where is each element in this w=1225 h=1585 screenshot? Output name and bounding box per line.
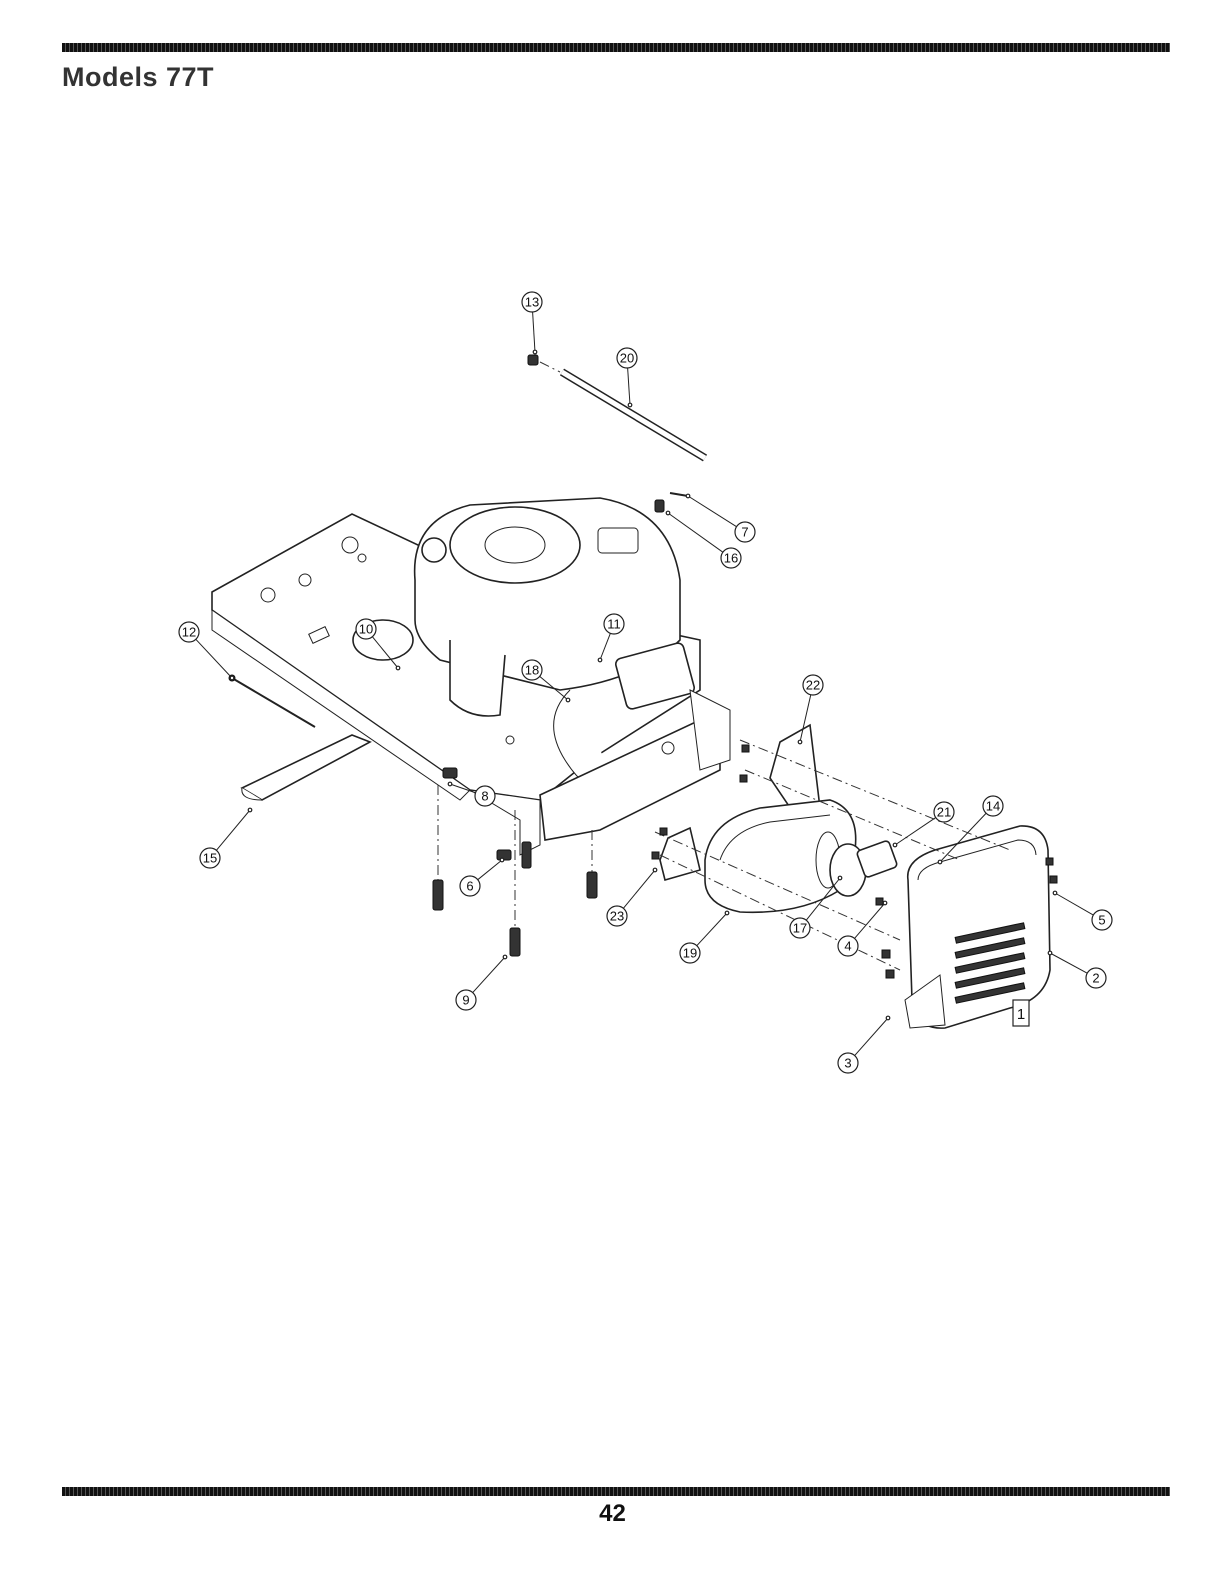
callout-number: 22 xyxy=(806,678,820,693)
callout-2: 2 xyxy=(1048,951,1106,988)
callout-pointer xyxy=(628,403,632,407)
callout-pointer xyxy=(533,350,537,354)
callout-5: 5 xyxy=(1053,891,1112,930)
callout-pointer xyxy=(598,658,602,662)
callout-leader xyxy=(628,368,630,405)
callout-leader xyxy=(688,496,737,527)
callout-number: 23 xyxy=(610,909,624,924)
callout-pointer xyxy=(653,868,657,872)
callout-pointer xyxy=(893,843,897,847)
callout-13: 13 xyxy=(522,292,542,354)
callout-6: 6 xyxy=(460,858,504,896)
callout-number: 13 xyxy=(525,295,539,310)
callout-number: 5 xyxy=(1098,913,1105,928)
callout-pointer xyxy=(396,666,400,670)
callout-leader xyxy=(855,903,885,938)
callout-pointer xyxy=(798,740,802,744)
callout-leader xyxy=(697,913,727,946)
callout-leader xyxy=(473,957,505,993)
callout-number: 6 xyxy=(466,879,473,894)
callout-leader xyxy=(196,639,232,678)
channel-shield xyxy=(242,735,370,800)
small-screw-and-clip xyxy=(655,493,688,512)
callout-4: 4 xyxy=(838,901,887,956)
callout-number: 20 xyxy=(620,351,634,366)
callout-pointer xyxy=(838,876,842,880)
callout-leader xyxy=(668,513,723,552)
callout-pointer xyxy=(886,1016,890,1020)
callout-15: 15 xyxy=(200,808,252,868)
callout-20: 20 xyxy=(617,348,637,407)
callout-23: 23 xyxy=(607,868,657,926)
callout-number: 11 xyxy=(607,617,621,632)
callout-number: 8 xyxy=(481,789,488,804)
callout-16: 16 xyxy=(666,511,741,568)
callout-pointer xyxy=(686,494,690,498)
callout-number: 10 xyxy=(359,622,373,637)
callout-number: 12 xyxy=(182,625,196,640)
callout-pointer xyxy=(230,676,234,680)
callout-number: 21 xyxy=(937,805,951,820)
callout-number: 2 xyxy=(1092,971,1099,986)
callout-leader xyxy=(216,810,250,850)
callout-pointer xyxy=(883,901,887,905)
callout-number: 17 xyxy=(793,921,807,936)
callout-pointer xyxy=(725,911,729,915)
callout-leader xyxy=(533,312,535,352)
callout-leader xyxy=(478,860,502,880)
callout-number: 4 xyxy=(844,939,851,954)
callout-leader xyxy=(1055,893,1093,915)
callout-number: 18 xyxy=(525,663,539,678)
callout-3: 3 xyxy=(838,1016,890,1073)
callout-number: 7 xyxy=(741,525,748,540)
callout-pointer xyxy=(566,698,570,702)
callout-7: 7 xyxy=(686,494,755,542)
callout-pointer xyxy=(448,782,452,786)
callout-pointer xyxy=(1048,951,1052,955)
front-grille xyxy=(905,826,1057,1028)
callout-21: 21 xyxy=(893,802,954,847)
callout-pointer xyxy=(248,808,252,812)
callout-pointer xyxy=(1053,891,1057,895)
callout-leader xyxy=(855,1018,888,1056)
callout-leader xyxy=(1050,953,1087,973)
callout-number: 14 xyxy=(986,799,1000,814)
callout-leader xyxy=(623,870,655,908)
footer-rule xyxy=(62,1487,1170,1496)
muffler-guard xyxy=(830,840,898,896)
callout-number: 3 xyxy=(844,1056,851,1071)
callout-pointer xyxy=(500,858,504,862)
callout-number: 15 xyxy=(203,851,217,866)
callout-pointer xyxy=(503,955,507,959)
callout-pointer xyxy=(666,511,670,515)
callout-pointer xyxy=(938,860,942,864)
page-number: 42 xyxy=(0,1500,1225,1528)
reference-box-label: 1 xyxy=(1017,1006,1025,1023)
steering-shaft xyxy=(528,355,705,458)
callout-19: 19 xyxy=(680,911,729,963)
reference-box-1: 1 xyxy=(1013,1000,1029,1026)
callout-number: 19 xyxy=(683,946,697,961)
callout-9: 9 xyxy=(456,955,507,1010)
callout-number: 16 xyxy=(724,551,738,566)
callout-number: 9 xyxy=(462,993,469,1008)
